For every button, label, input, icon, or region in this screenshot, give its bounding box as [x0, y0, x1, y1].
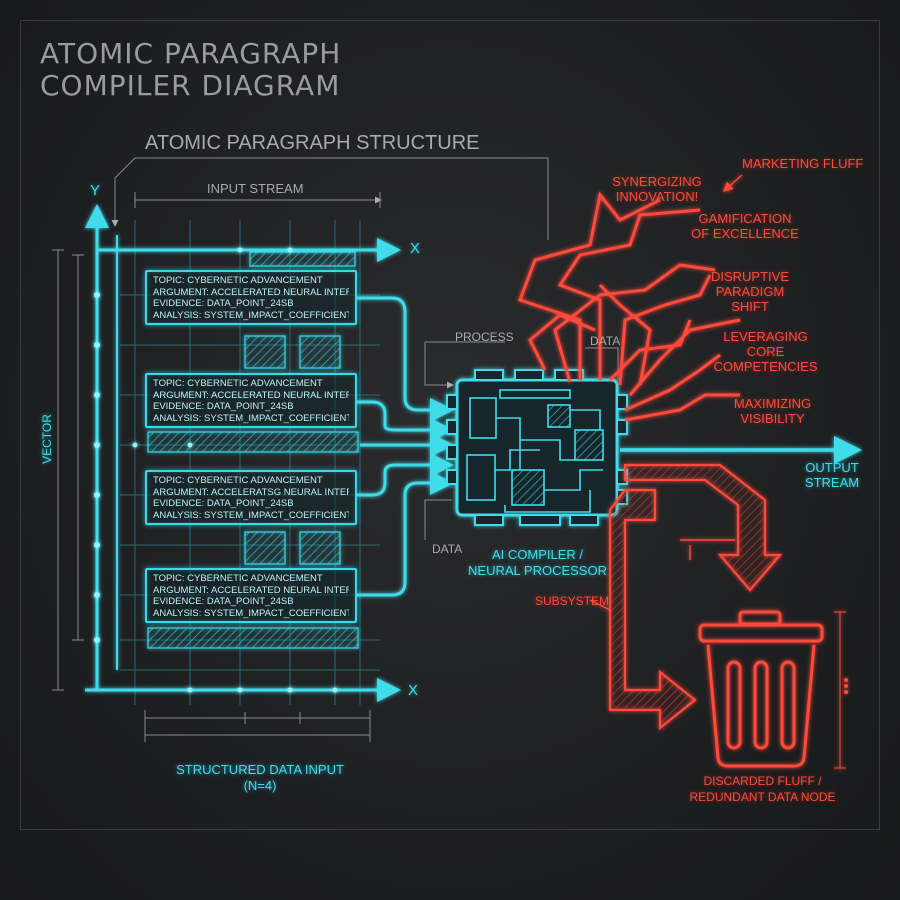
card-topic: TOPIC: CYBERNETIC ADVANCEMENT [153, 275, 323, 286]
compiler-label: AI COMPILER / NEURAL PROCESSOR [468, 547, 607, 578]
card-analysis: ANALYSIS: SYSTEM_IMPACT_COEFFICIENT [153, 309, 349, 321]
processor-chip-icon [446, 369, 628, 526]
trash-can-icon [698, 610, 824, 768]
paragraph-card-1: TOPIC: CYBERNETIC ADVANCEMENT ARGUMENT: … [145, 270, 357, 325]
discarded-label: DISCARDED FLUFF / REDUNDANT DATA NODE [689, 774, 836, 804]
structured-input-label: STRUCTURED DATA INPUT (N=4) [176, 762, 344, 793]
axis-ticks [94, 247, 338, 693]
process-label: PROCESS [455, 330, 514, 344]
hatched-blocks [147, 251, 359, 649]
marketing-fluff-label: MARKETING FLUFF [742, 156, 864, 171]
y-axis-label: Y [90, 182, 101, 199]
card-topic: TOPIC: CYBERNETIC ADVANCEMENT [153, 378, 323, 389]
fluff-leveraging: LEVERAGING CORE COMPETENCIES [713, 329, 818, 374]
fluff-disruptive: DISRUPTIVE PARADIGM SHIFT [710, 269, 789, 314]
vector-label: VECTOR [39, 414, 54, 464]
fluff-gamification: GAMIFICATION OF EXCELLENCE [691, 211, 799, 241]
card-evidence: EVIDENCE: DATA_POINT_24SB [153, 298, 294, 309]
output-stream-label: OUTPUT STREAM [804, 460, 860, 490]
paragraph-card-4: TOPIC: CYBERNETIC ADVANCEMENT ARGUMENT: … [145, 568, 357, 623]
card-argument: ARGUMENT: ACCELERATED NEURAL INTERFACES [153, 584, 349, 596]
x-axis-label-bottom: X [408, 682, 419, 699]
trash-dimension [834, 611, 848, 769]
card-argument: ARGUMENT: ACCELERATED NEURAL INTERFACES [153, 286, 349, 298]
x-axis-label-top: X [410, 240, 421, 257]
card-evidence: EVIDENCE: DATA_POINT_24SB [153, 596, 294, 607]
card-argument: ARGUMENT: ACCELERATSG NEURAL INTERFACES [153, 486, 349, 498]
card-analysis: ANALYSIS: SYSTEM_IMPACT_COEFFICIENT [153, 412, 349, 424]
card-analysis: ANALYSIS: SYSTEM_IMPACT_COEFFICIENT [153, 607, 349, 619]
card-topic: TOPIC: CYBERNETIC ADVANCEMENT [153, 573, 323, 584]
page-title: ATOMIC PARAGRAPH COMPILER DIAGRAM [40, 37, 342, 102]
subsystem-label: SUBSYSTEM [535, 594, 610, 608]
card-evidence: EVIDENCE: DATA_POINT_24SB [153, 401, 294, 412]
input-stream-label: INPUT STREAM [207, 181, 304, 196]
fluff-arrows [589, 174, 783, 731]
data-label-bottom: DATA [432, 542, 463, 556]
card-argument: ARGUMENT: ACCELERATED NEURAL INTERFACES [153, 389, 349, 401]
fluff-maximizing: MAXIMIZING VISIBILITY [733, 396, 812, 426]
paragraph-card-2: TOPIC: CYBERNETIC ADVANCEMENT ARGUMENT: … [145, 373, 357, 428]
dimension-lines [52, 157, 619, 742]
card-analysis: ANALYSIS: SYSTEM_IMPACT_COEFFICIENT [153, 509, 349, 521]
outer-frame [20, 20, 880, 830]
structure-label: ATOMIC PARAGRAPH STRUCTURE [145, 132, 480, 154]
card-evidence: EVIDENCE: DATA_POINT_24SB [153, 498, 294, 509]
card-topic: TOPIC: CYBERNETIC ADVANCEMENT [153, 475, 323, 486]
data-label-top: DATA [590, 334, 621, 348]
input-connectors [357, 296, 862, 597]
fluff-synergizing: SYNERGIZING INNOVATION! [612, 174, 702, 204]
fluff-tangle [518, 191, 741, 422]
paragraph-card-3: TOPIC: CYBERNETIC ADVANCEMENT ARGUMENT: … [145, 470, 357, 525]
